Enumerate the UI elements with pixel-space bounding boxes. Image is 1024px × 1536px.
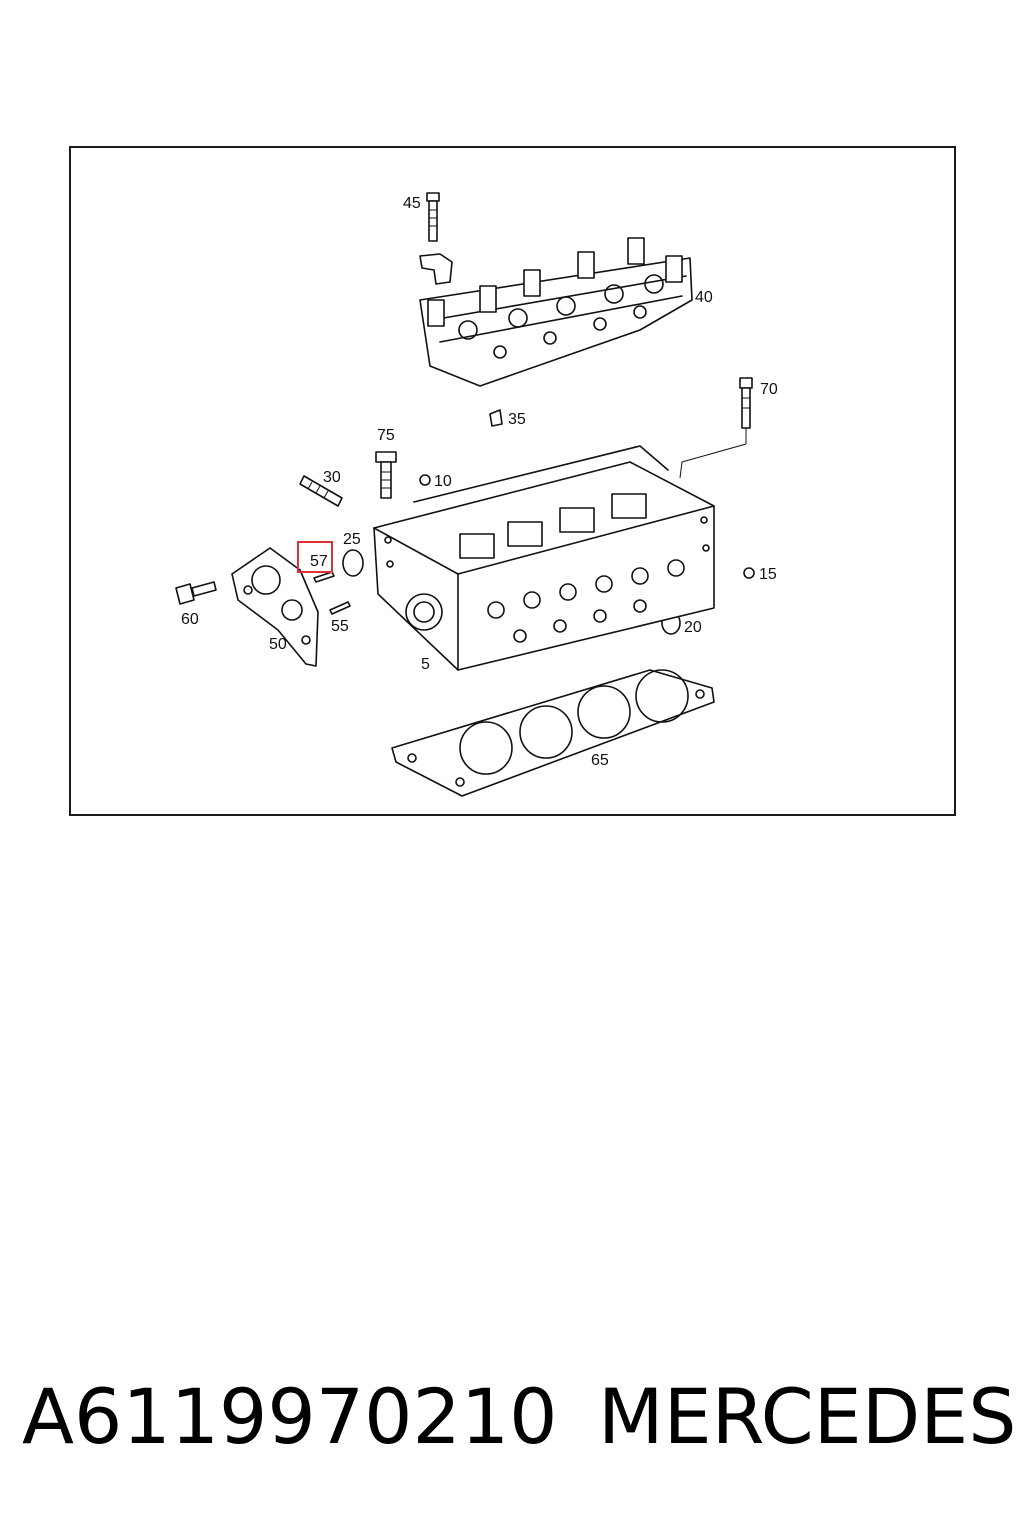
callout-60: 60 xyxy=(181,611,199,628)
callout-50: 50 xyxy=(269,636,287,653)
callout-5: 5 xyxy=(421,656,430,673)
callout-30: 30 xyxy=(323,469,341,486)
cover-plate-50 xyxy=(231,547,319,667)
callout-15: 15 xyxy=(759,566,777,583)
callout-75: 75 xyxy=(377,427,395,444)
ring-15 xyxy=(743,567,755,579)
callout-40: 40 xyxy=(695,289,713,306)
part-number: A6119970210 xyxy=(22,1372,558,1461)
callout-35: 35 xyxy=(508,411,526,428)
head-gasket-65 xyxy=(391,669,715,797)
exploded-parts-diagram: 45 40 70 35 75 30 10 25 57 15 60 55 20 5… xyxy=(175,192,778,797)
callout-20: 20 xyxy=(684,619,702,636)
bolt-60 xyxy=(175,581,217,605)
diagram-frame xyxy=(69,146,956,816)
callout-65: 65 xyxy=(591,752,609,769)
callout-25: 25 xyxy=(343,531,361,548)
bolt-45 xyxy=(419,192,453,285)
callout-55: 55 xyxy=(331,618,349,635)
camshaft-carrier-40 xyxy=(419,237,693,387)
callout-highlight-box xyxy=(297,541,333,573)
bolt-75 xyxy=(375,451,397,499)
ring-10 xyxy=(419,474,431,486)
dowel-57 xyxy=(313,571,335,583)
seal-plug-25 xyxy=(342,549,364,577)
callout-70: 70 xyxy=(760,381,778,398)
caption: A6119970210 MERCEDES xyxy=(0,1372,1024,1472)
pin-55 xyxy=(329,601,351,615)
brand-name: MERCEDES xyxy=(598,1372,1017,1461)
bolt-70 xyxy=(679,377,753,479)
plug-35 xyxy=(489,409,503,427)
cylinder-head-5 xyxy=(373,445,715,671)
callout-10: 10 xyxy=(434,473,452,490)
callout-45: 45 xyxy=(403,195,421,212)
stud-30 xyxy=(299,475,343,507)
callout-57: 57 xyxy=(310,553,328,570)
